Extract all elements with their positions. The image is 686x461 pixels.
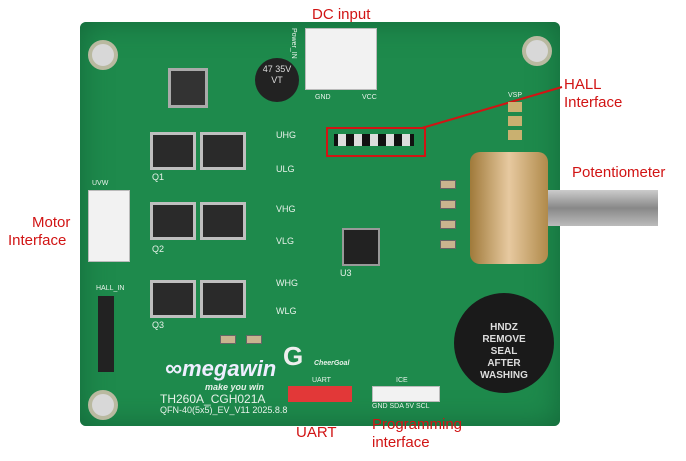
mosfet (200, 202, 246, 240)
mounting-hole (522, 36, 552, 66)
vlg-label: VLG (276, 236, 295, 246)
vcc-label: VCC (362, 94, 377, 101)
cheergoal-text: CheerGoal (314, 360, 350, 367)
buzzer-text: REMOVE (482, 334, 526, 345)
ice-header (372, 386, 440, 402)
vhg-label: VHG (276, 204, 296, 214)
inductor (168, 68, 208, 108)
mosfet (200, 280, 246, 318)
ice-pin-labels: GND SDA 5V SCL (372, 403, 430, 410)
motor-line1: Motor (32, 214, 71, 231)
resistor (440, 240, 456, 249)
q1-label: Q1 (152, 172, 165, 182)
mosfet (200, 132, 246, 170)
resistor (440, 200, 456, 209)
ulg-label: ULG (276, 164, 295, 174)
cheergoal-logo: G (283, 341, 304, 371)
buzzer (454, 293, 554, 393)
electrolytic-capacitor: 47 35V VT (255, 58, 299, 102)
hall-interface-highlight (326, 127, 426, 157)
potentiometer-annotation: Potentiometer (572, 164, 666, 181)
hall-interface-pins (334, 134, 414, 146)
mosfet-q2 (150, 202, 196, 240)
uvw-label: UVW (92, 180, 109, 187)
hall-pointer-line (421, 86, 563, 129)
potentiometer-shaft (548, 190, 658, 226)
resistor (440, 220, 456, 229)
capacitor-label: 47 35V VT (262, 64, 292, 85)
brand-text: megawin (182, 356, 277, 381)
resistor (220, 335, 236, 344)
mosfet-q1 (150, 132, 196, 170)
mounting-hole (88, 390, 118, 420)
hall-in-label: HALL_IN (96, 285, 125, 292)
buzzer-text: SEAL (490, 346, 518, 357)
prog-line2: interface (372, 434, 430, 451)
buzzer-text: AFTER (487, 358, 521, 369)
hall-line2: Interface (564, 94, 623, 111)
uhg-label: UHG (276, 130, 296, 140)
uart-header (288, 386, 352, 402)
board-model: TH260A_CGH021A (160, 392, 266, 406)
u3-label: U3 (340, 268, 352, 278)
dc-input-annotation: DC input (312, 6, 371, 23)
hall-in-header (98, 296, 114, 372)
buzzer-text: WASHING (480, 370, 528, 381)
resistor (440, 180, 456, 189)
mounting-hole (88, 40, 118, 70)
mosfet-q3 (150, 280, 196, 318)
motor-line2: Interface (8, 232, 67, 249)
slogan: make you win (205, 382, 265, 392)
prog-line1: Programming (372, 416, 463, 433)
uart-annotation: UART (296, 424, 337, 441)
vsp-label: VSP (508, 92, 523, 99)
wlg-label: WLG (276, 306, 297, 316)
dc-input-connector (305, 28, 377, 90)
q2-label: Q2 (152, 244, 165, 254)
motor-connector (88, 190, 130, 262)
gnd-label: GND (315, 94, 331, 101)
whg-label: WHG (276, 278, 298, 288)
package-info: QFN-40(5x5)_EV_V11 2025.8.8 (160, 405, 288, 415)
mcu-chip (342, 228, 380, 266)
potentiometer (470, 152, 548, 264)
hall-line1: HALL (564, 76, 602, 93)
q3-label: Q3 (152, 320, 165, 330)
vsp-header (508, 102, 522, 142)
resistor (246, 335, 262, 344)
megawin-logo: ∞megawin (165, 355, 277, 382)
ice-silk-label: ICE (396, 377, 408, 384)
buzzer-text: HNDZ (490, 322, 518, 333)
uart-silk-label: UART (312, 377, 331, 384)
